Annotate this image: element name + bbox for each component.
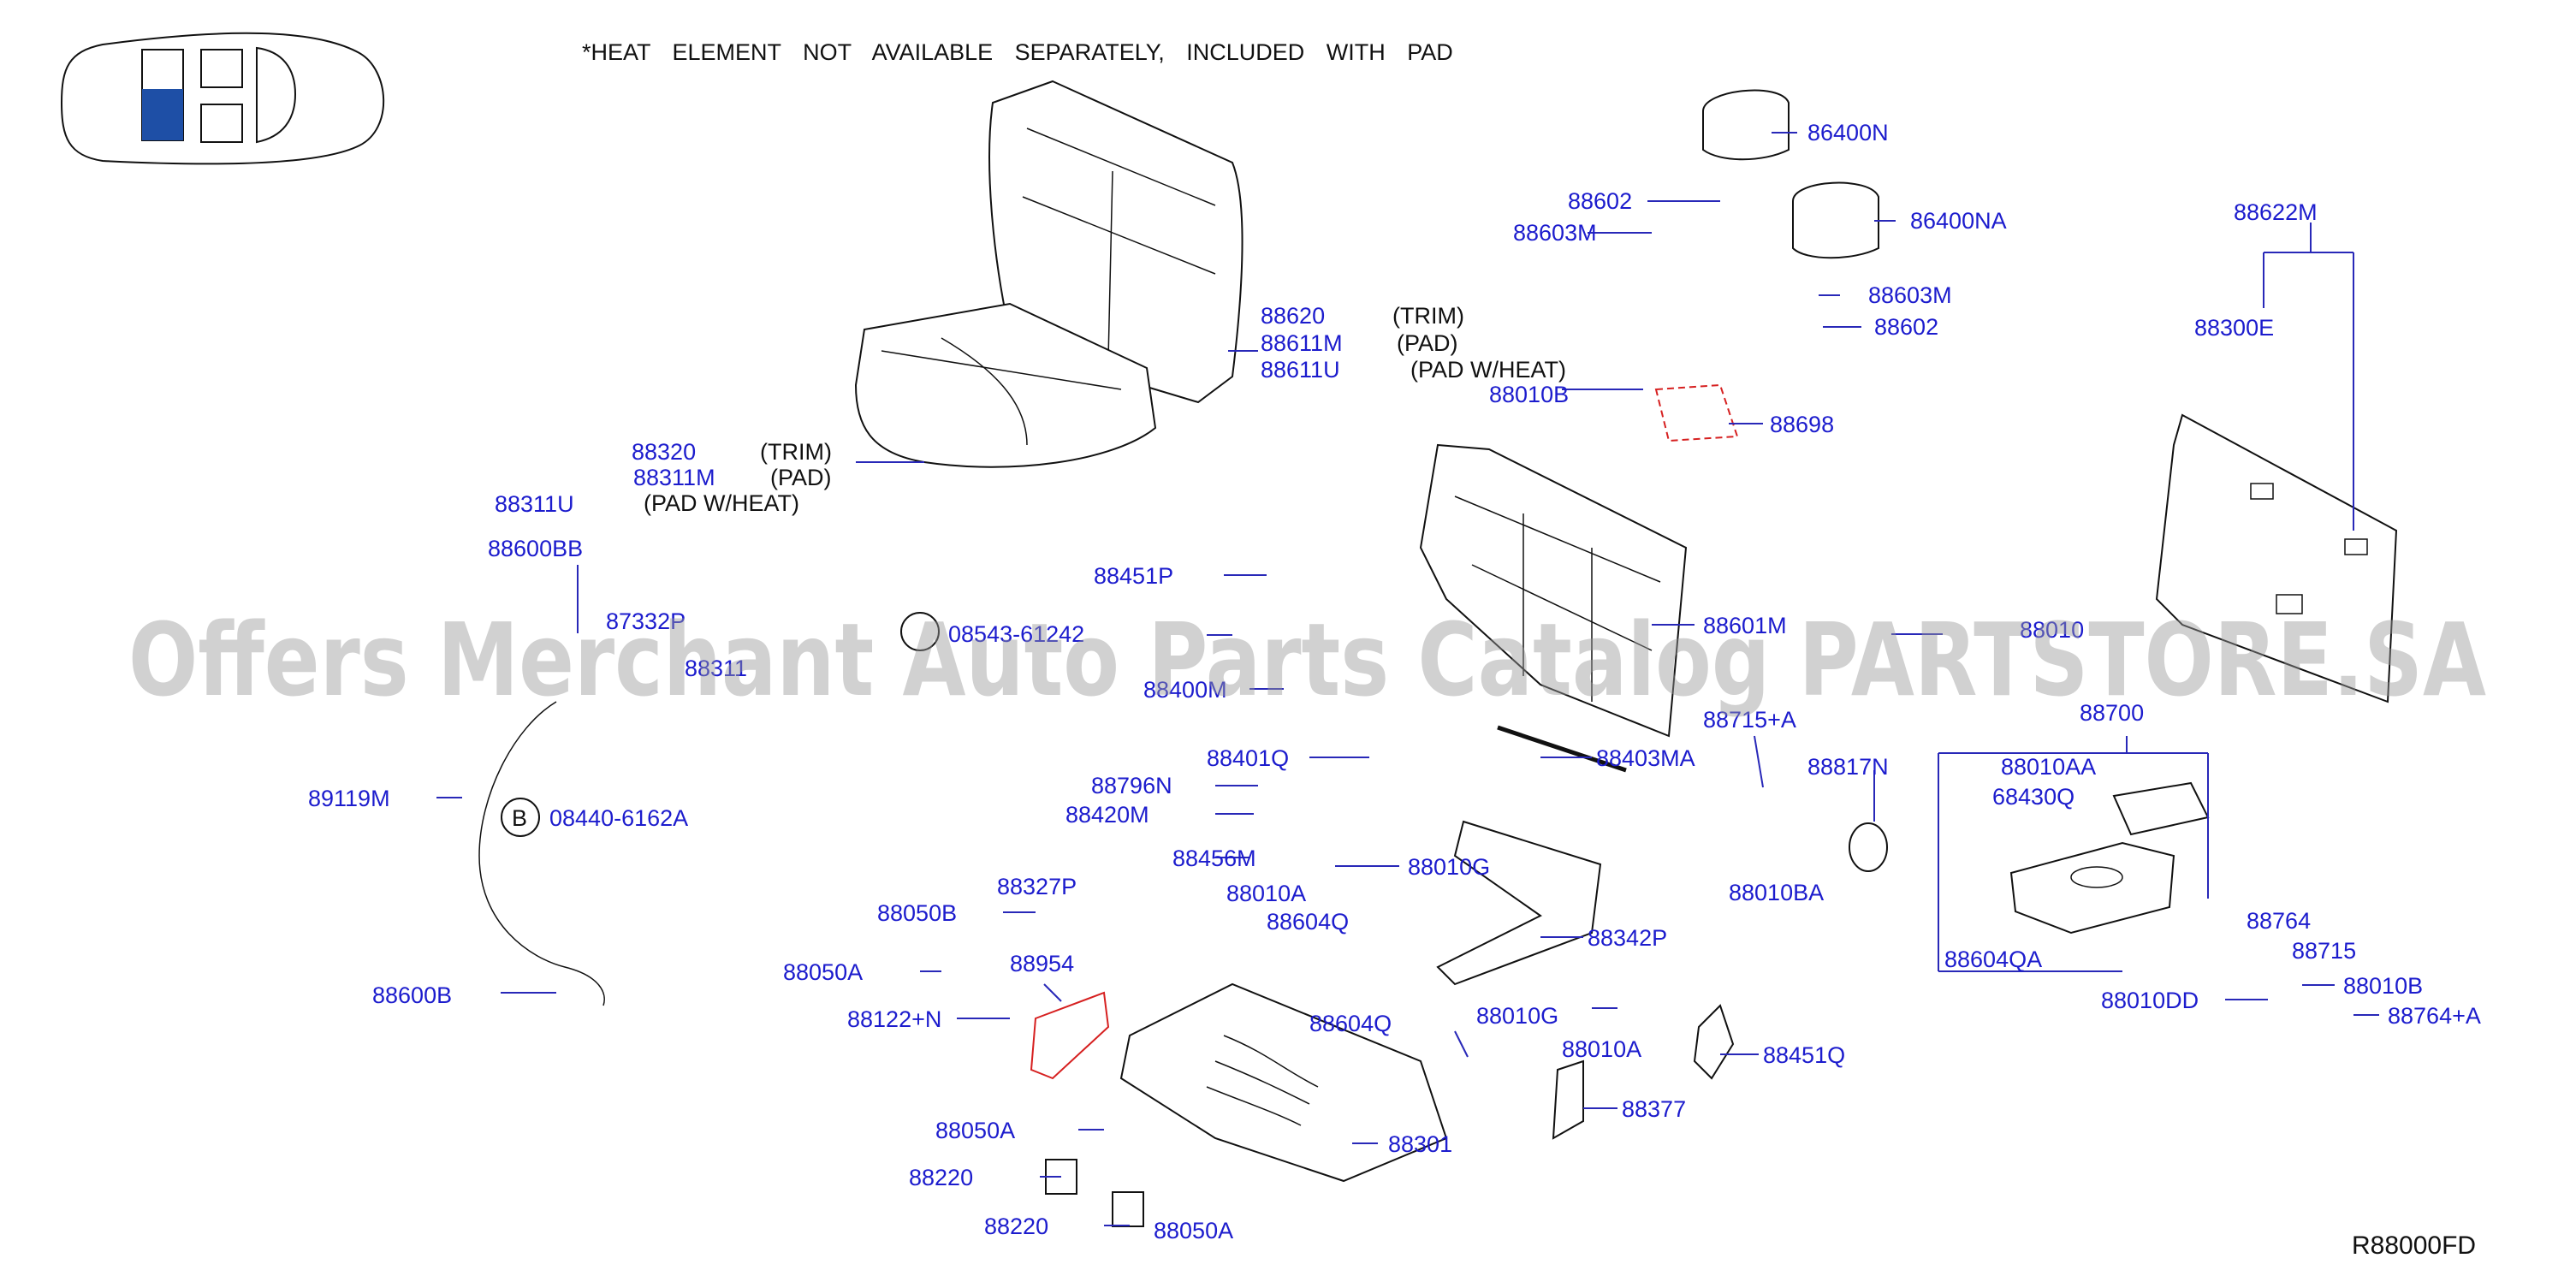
rail-88342P-drawing bbox=[1436, 820, 1602, 986]
part-88602-lower-label[interactable]: 88602 bbox=[1874, 314, 1938, 340]
part-88817N-label[interactable]: 88817N bbox=[1807, 754, 1889, 780]
part-88010A-upper-label[interactable]: 88010A bbox=[1226, 881, 1306, 906]
bar-88403MA-drawing bbox=[1497, 725, 1627, 773]
part-88320-label[interactable]: 88320 bbox=[632, 439, 696, 465]
part-88377-label[interactable]: 88377 bbox=[1622, 1096, 1686, 1122]
part-86400N-label[interactable]: 86400N bbox=[1807, 120, 1889, 145]
part-88420M-label[interactable]: 88420M bbox=[1065, 802, 1149, 828]
part-86400NA-label[interactable]: 86400NA bbox=[1910, 208, 2007, 234]
part-88600BB-label[interactable]: 88600BB bbox=[488, 536, 583, 561]
part-08440-6162A-label[interactable]: 08440-6162A bbox=[549, 805, 688, 831]
part-88604QA-label[interactable]: 88604QA bbox=[1944, 947, 2042, 972]
part-88311U-label[interactable]: 88311U bbox=[495, 491, 574, 517]
part-88700-label[interactable]: 88700 bbox=[2080, 700, 2144, 726]
part-88010-label[interactable]: 88010 bbox=[2020, 617, 2084, 643]
part-88620-label[interactable]: 88620 bbox=[1261, 303, 1325, 329]
part-88602-upper-label[interactable]: 88602 bbox=[1568, 188, 1632, 214]
part-labels: 86400N 86400NA 88602 88603M 88603M 88602… bbox=[308, 120, 2481, 1243]
part-88401Q-label[interactable]: 88401Q bbox=[1207, 745, 1289, 771]
part-88403MA-label[interactable]: 88403MA bbox=[1596, 745, 1695, 771]
seat-back-frame-drawing bbox=[1419, 443, 1688, 738]
circled-b-letter: B bbox=[512, 805, 527, 831]
part-88451P-label[interactable]: 88451P bbox=[1094, 563, 1173, 589]
part-88715-label[interactable]: 88715 bbox=[2292, 938, 2356, 964]
part-88010G-lower-label[interactable]: 88010G bbox=[1476, 1003, 1558, 1029]
part-88715A-label[interactable]: 88715+A bbox=[1703, 707, 1796, 733]
bracket-88698-drawing bbox=[1654, 383, 1739, 442]
car-locator-thumbnail bbox=[60, 32, 385, 165]
reinforcement-88954-drawing bbox=[1030, 991, 1110, 1080]
part-88220-upper-label[interactable]: 88220 bbox=[909, 1165, 973, 1190]
armrest-cupholder-drawing bbox=[2009, 781, 2210, 935]
part-88342P-label[interactable]: 88342P bbox=[1588, 925, 1667, 951]
seat-cushion-drawing bbox=[854, 302, 1157, 468]
part-88300E-label[interactable]: 88300E bbox=[2194, 315, 2274, 341]
part-88600B-label[interactable]: 88600B bbox=[372, 982, 452, 1008]
part-88010AA-label[interactable]: 88010AA bbox=[2001, 754, 2096, 780]
bolt-symbol-08543 bbox=[900, 612, 940, 651]
watermark: Offers Merchant Auto Parts Catalog PARTS… bbox=[128, 601, 2486, 719]
leader-lines bbox=[436, 132, 2379, 1226]
part-88611M-label[interactable]: 88611M bbox=[1261, 330, 1343, 356]
part-88010BA-label[interactable]: 88010BA bbox=[1729, 880, 1824, 905]
diagram-code: R88000FD bbox=[2352, 1231, 2476, 1260]
part-88603M-lower-label[interactable]: 88603M bbox=[1868, 282, 1952, 308]
part-88050A-upper-label[interactable]: 88050A bbox=[783, 959, 863, 985]
part-88301-label[interactable]: 88301 bbox=[1388, 1131, 1452, 1157]
circled-b-badge bbox=[501, 798, 540, 837]
part-68430Q-label[interactable]: 68430Q bbox=[1992, 784, 2074, 810]
cover-88451Q-drawing bbox=[1693, 1004, 1735, 1080]
part-87332P-label[interactable]: 87332P bbox=[606, 608, 686, 634]
part-88456M-label[interactable]: 88456M bbox=[1172, 846, 1256, 871]
back-pad-heat-text: (PAD W/HEAT) bbox=[1410, 357, 1566, 383]
part-88622M-label[interactable]: 88622M bbox=[2234, 199, 2318, 225]
knob-88817N-drawing bbox=[1849, 822, 1888, 872]
part-88311M-label[interactable]: 88311M bbox=[633, 465, 715, 490]
cushion-pad-heat-text: (PAD W/HEAT) bbox=[644, 490, 799, 516]
header-note: *HEAT ELEMENT NOT AVAILABLE SEPARATELY, … bbox=[582, 39, 1453, 65]
part-88604Q-upper-label[interactable]: 88604Q bbox=[1267, 909, 1349, 935]
part-88764A-label[interactable]: 88764+A bbox=[2388, 1003, 2481, 1029]
back-trim-text: (TRIM) bbox=[1392, 303, 1464, 329]
part-88050A-middle-label[interactable]: 88050A bbox=[935, 1118, 1015, 1143]
rear-back-panel-drawing bbox=[2155, 413, 2398, 703]
part-88327P-label[interactable]: 88327P bbox=[997, 874, 1077, 899]
part-89119M-label[interactable]: 89119M bbox=[308, 786, 390, 811]
link-88377-drawing bbox=[1552, 1059, 1584, 1140]
part-88451Q-label[interactable]: 88451Q bbox=[1763, 1042, 1845, 1068]
pad-88220b-drawing bbox=[1112, 1191, 1144, 1227]
part-88611U-label[interactable]: 88611U bbox=[1261, 357, 1340, 383]
part-88311-label[interactable]: 88311 bbox=[685, 656, 747, 681]
part-88604Q-lower-label[interactable]: 88604Q bbox=[1309, 1011, 1392, 1036]
part-88400M-label[interactable]: 88400M bbox=[1143, 677, 1227, 703]
back-pad-text: (PAD) bbox=[1397, 330, 1458, 356]
part-88010B-lower-label[interactable]: 88010B bbox=[2343, 973, 2423, 999]
part-88050B-label[interactable]: 88050B bbox=[877, 900, 957, 926]
part-88603M-upper-label[interactable]: 88603M bbox=[1513, 220, 1597, 246]
cushion-trim-text: (TRIM) bbox=[760, 439, 832, 465]
part-88698-label[interactable]: 88698 bbox=[1770, 412, 1834, 437]
seat-cushion-frame-drawing bbox=[1119, 982, 1448, 1183]
part-88220-lower-label[interactable]: 88220 bbox=[984, 1214, 1048, 1239]
part-88010G-upper-label[interactable]: 88010G bbox=[1408, 854, 1490, 880]
part-88010A-lower-label[interactable]: 88010A bbox=[1562, 1036, 1641, 1062]
headrest-right-drawing bbox=[1792, 181, 1879, 259]
part-88796N-label[interactable]: 88796N bbox=[1091, 773, 1172, 798]
part-88954-label[interactable]: 88954 bbox=[1010, 951, 1074, 976]
part-88010B-upper-label[interactable]: 88010B bbox=[1489, 382, 1569, 407]
part-88601M-label[interactable]: 88601M bbox=[1703, 613, 1787, 638]
part-88010DD-label[interactable]: 88010DD bbox=[2101, 988, 2199, 1013]
release-cable-drawing bbox=[478, 701, 605, 1006]
headrest-left-drawing bbox=[1702, 89, 1790, 161]
part-08543-61242-label[interactable]: 08543-61242 bbox=[948, 621, 1084, 647]
part-88050A-lower-label[interactable]: 88050A bbox=[1154, 1218, 1233, 1243]
part-88122N-label[interactable]: 88122+N bbox=[847, 1006, 941, 1032]
cushion-pad-text: (PAD) bbox=[770, 465, 832, 490]
part-88764-label[interactable]: 88764 bbox=[2247, 908, 2311, 934]
